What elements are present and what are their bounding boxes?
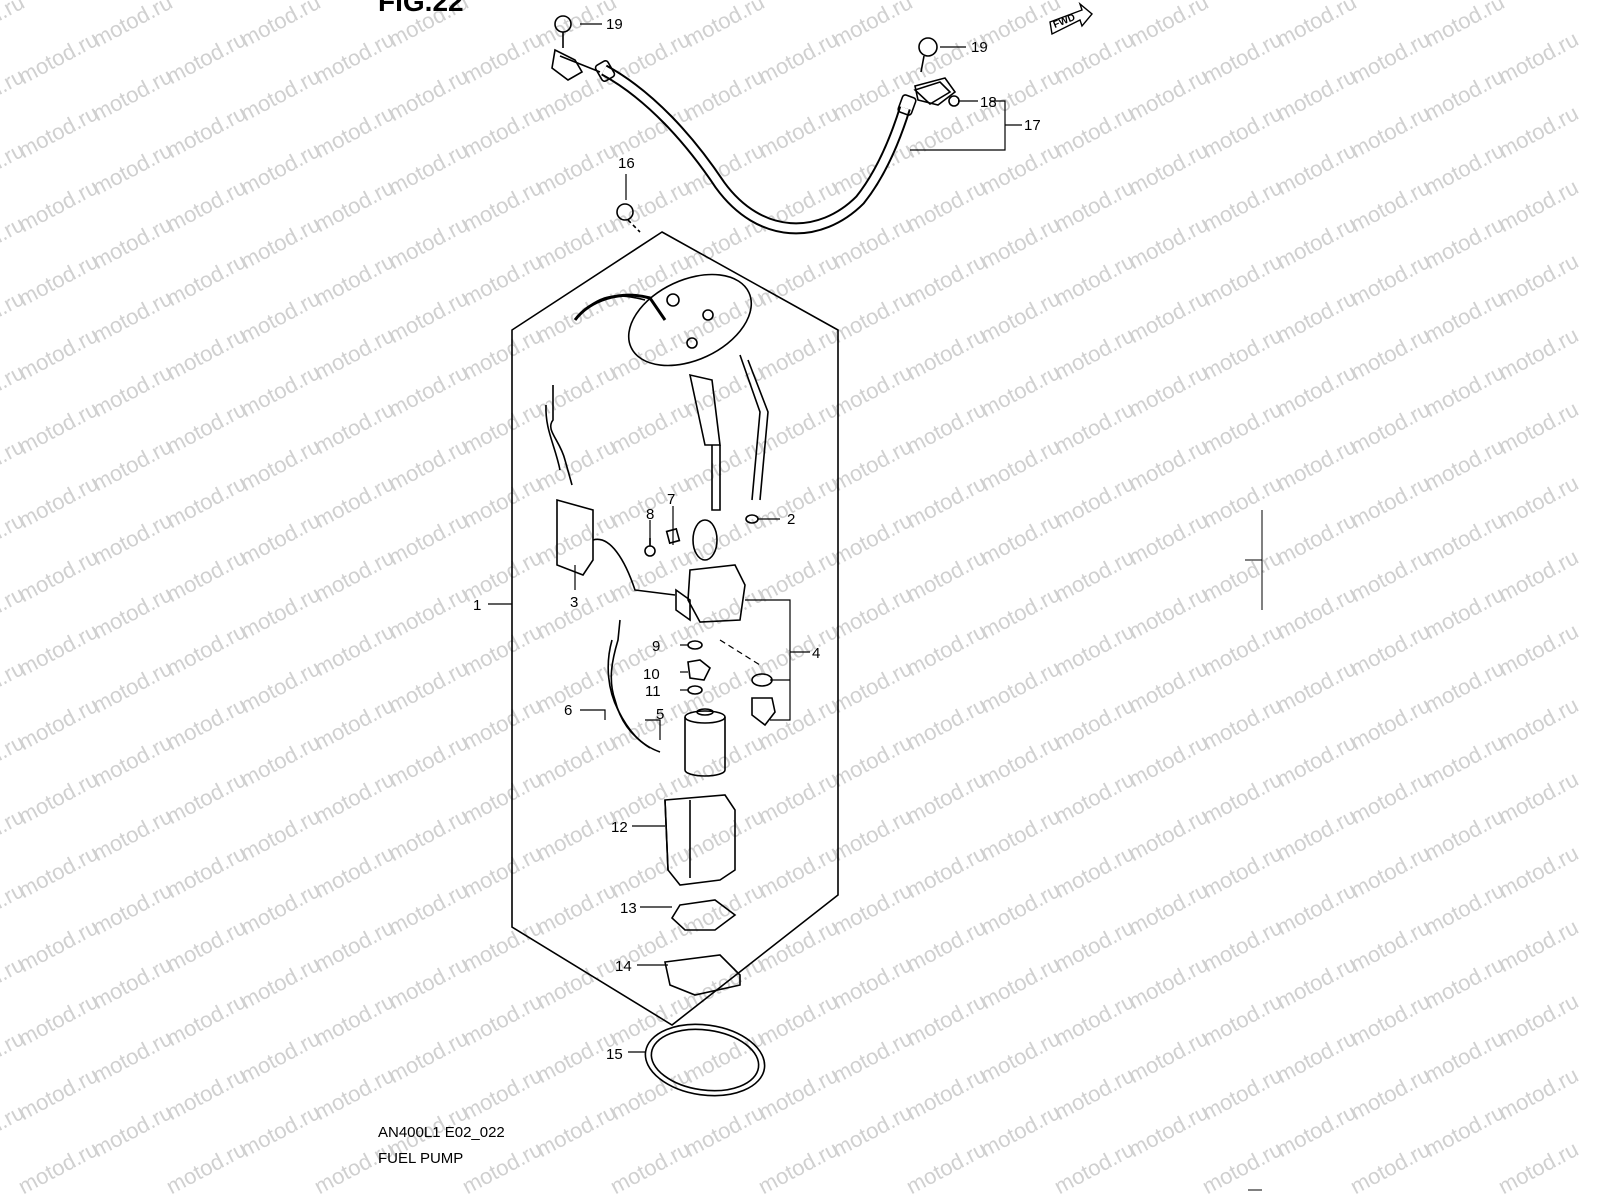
callout-9: 9 (652, 638, 661, 655)
figure-name: FUEL PUMP (378, 1150, 464, 1167)
fwd-arrow-icon (1049, 1, 1093, 36)
pump-flange (627, 273, 753, 367)
assembly-outline (511, 231, 839, 1026)
callout-16: 16 (618, 155, 635, 172)
figure-title: FIG.22 (378, 0, 464, 17)
callout-5: 5 (656, 706, 665, 723)
callout-17: 17 (1024, 117, 1041, 134)
callout-12: 12 (611, 819, 628, 836)
oring-18 (948, 95, 960, 107)
regulator-10 (687, 659, 712, 681)
callout-18: 18 (980, 94, 997, 111)
callout-4: 4 (812, 645, 821, 662)
callout-2: 2 (787, 511, 796, 528)
oring-2 (745, 514, 759, 524)
scan-edge-marks (1245, 510, 1263, 610)
filter-case (664, 794, 736, 886)
fuel-hose (559, 55, 952, 235)
pump-bracket (688, 373, 721, 446)
fuel-pump-motor (684, 708, 726, 777)
bolt-19-right (918, 37, 938, 73)
callout-19-left: 19 (606, 16, 623, 33)
callout-10: 10 (643, 666, 660, 683)
hose-fitting-right (914, 77, 957, 106)
washer-right (751, 673, 773, 687)
oring-11 (687, 685, 703, 695)
callout-1: 1 (473, 597, 482, 614)
callout-13: 13 (620, 900, 637, 917)
oring-9 (687, 640, 703, 650)
leader-lines (488, 23, 1022, 1053)
bolt-16 (616, 203, 641, 233)
callout-19-right: 19 (971, 39, 988, 56)
callout-15: 15 (606, 1046, 623, 1063)
callout-3: 3 (570, 594, 579, 611)
callout-8: 8 (646, 506, 655, 523)
bolt-19-left (554, 15, 572, 48)
callout-6: 6 (564, 702, 573, 719)
figure-code: AN400L1 E02_022 (378, 1124, 505, 1141)
valve-right (751, 697, 776, 727)
wiring-harness (545, 385, 676, 596)
clip-7 (665, 527, 681, 545)
hose-fitting-left (551, 48, 584, 81)
callout-11: 11 (645, 683, 661, 700)
callout-7: 7 (667, 491, 676, 508)
seal-13 (670, 899, 737, 931)
pressure-regulator-housing (675, 519, 746, 623)
pump-wire (607, 619, 661, 753)
callout-14: 14 (615, 958, 632, 975)
tray-14 (664, 954, 741, 996)
